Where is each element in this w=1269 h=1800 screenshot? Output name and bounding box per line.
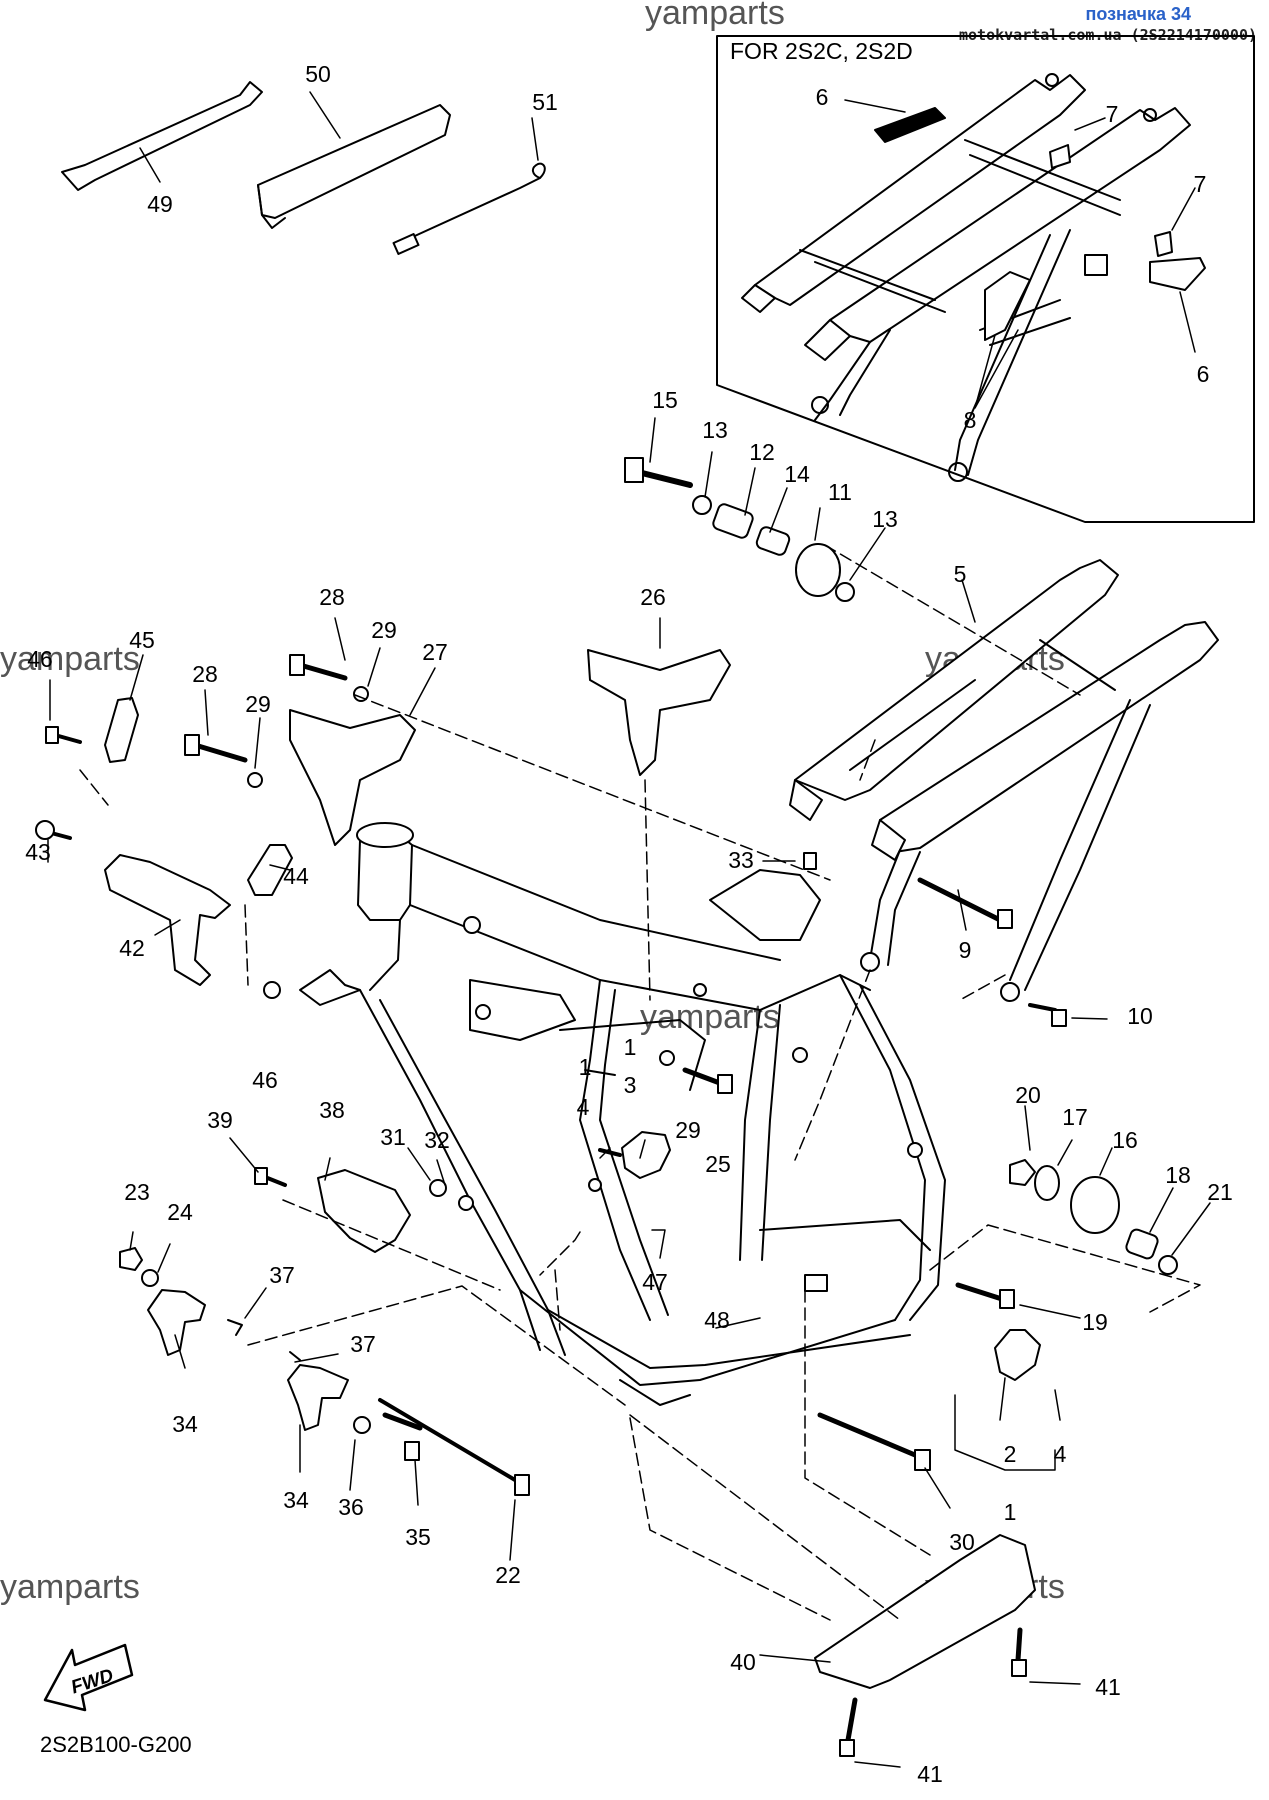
callout-1: 1 [624, 1034, 637, 1060]
callout-47: 47 [642, 1269, 668, 1295]
forward-arrow-icon: FWD [43, 1643, 134, 1712]
callout-37: 37 [350, 1331, 376, 1357]
callout-41: 41 [917, 1761, 943, 1787]
sticker-6-top [874, 107, 946, 143]
callout-26: 26 [640, 584, 666, 610]
callout-42: 42 [119, 935, 145, 961]
tool-plug-wrench-50 [257, 104, 451, 219]
inset-rear-frame [741, 73, 1191, 482]
mount-hardware-top [624, 457, 855, 602]
main-frame [299, 822, 946, 1406]
callout-32: 32 [424, 1127, 450, 1153]
skid-plate-40 [814, 1534, 1036, 1689]
callout-39: 39 [207, 1107, 233, 1133]
callout-23: 23 [124, 1179, 150, 1205]
callout-51: 51 [532, 89, 558, 115]
rear-frame [789, 559, 1219, 1002]
callout-48: 48 [704, 1307, 730, 1333]
callout-50: 50 [305, 61, 331, 87]
diagram-code: 2S2B100-G200 [40, 1732, 192, 1757]
callout-28: 28 [192, 661, 218, 687]
callout-44: 44 [283, 863, 309, 889]
callout-46: 46 [252, 1067, 278, 1093]
callout-21: 21 [1207, 1179, 1233, 1205]
callout-31: 31 [380, 1124, 406, 1150]
callout-1: 1 [1004, 1499, 1017, 1525]
callout-22: 22 [495, 1562, 521, 1588]
callout-4: 4 [577, 1094, 590, 1120]
callout-36: 36 [338, 1494, 364, 1520]
callout-24: 24 [167, 1199, 193, 1225]
callout-13: 13 [702, 417, 728, 443]
leader-lines [47, 91, 1211, 1768]
callout-20: 20 [1015, 1082, 1041, 1108]
callout-14: 14 [784, 461, 810, 487]
callout-13: 13 [872, 506, 898, 532]
callout-46: 46 [27, 646, 53, 672]
callout-27: 27 [422, 639, 448, 665]
callout-38: 38 [319, 1097, 345, 1123]
callout-18: 18 [1165, 1162, 1191, 1188]
callout-6: 6 [1197, 361, 1210, 387]
hardware-small [35, 654, 1178, 1757]
callout-43: 43 [25, 839, 51, 865]
callout-37: 37 [269, 1262, 295, 1288]
bookmark-label: позначка 34 [1085, 4, 1191, 24]
engine-bracket-26 [587, 649, 731, 776]
engine-bracket-3 [621, 1131, 671, 1179]
callout-33: 33 [728, 847, 754, 873]
callout-34: 34 [283, 1487, 309, 1513]
inset-border [716, 35, 1255, 523]
watermark: yamparts [0, 640, 140, 678]
callout-49: 49 [147, 191, 173, 217]
callout-45: 45 [129, 627, 155, 653]
callout-19: 19 [1082, 1309, 1108, 1335]
brake-pedal-lever [104, 854, 231, 986]
callout-16: 16 [1112, 1127, 1138, 1153]
callout-3: 3 [624, 1072, 637, 1098]
inset-title: FOR 2S2C, 2S2D [730, 38, 913, 64]
callout-15: 15 [652, 387, 678, 413]
engine-bracket-34a [147, 1289, 206, 1356]
callout-29: 29 [245, 691, 271, 717]
engine-bracket-2 [994, 1329, 1041, 1381]
callout-2: 2 [1004, 1441, 1017, 1467]
engine-bracket-34b [287, 1364, 349, 1431]
callout-29: 29 [675, 1117, 701, 1143]
callout-6: 6 [816, 84, 829, 110]
callout-40: 40 [730, 1649, 756, 1675]
callout-10: 10 [1127, 1003, 1153, 1029]
callout-7: 7 [1194, 171, 1207, 197]
callout-9: 9 [959, 937, 972, 963]
callout-28: 28 [319, 584, 345, 610]
callout-34: 34 [172, 1411, 198, 1437]
chain-guard-38 [317, 1169, 411, 1253]
callout-17: 17 [1062, 1104, 1088, 1130]
callout-8: 8 [964, 407, 977, 433]
callout-29: 29 [371, 617, 397, 643]
tool-wrench-49 [61, 81, 263, 191]
brake-pedal-tip-44 [247, 844, 293, 896]
sticker-7-top [1049, 144, 1071, 169]
watermark: yamparts [645, 0, 785, 32]
callout-12: 12 [749, 439, 775, 465]
sticker-7-right [1154, 231, 1173, 257]
callout-30: 30 [949, 1529, 975, 1555]
sticker-8 [984, 271, 1031, 341]
callout-5: 5 [954, 561, 967, 587]
callout-1: 1 [579, 1054, 592, 1080]
callout-41: 41 [1095, 1674, 1121, 1700]
callout-25: 25 [705, 1151, 731, 1177]
engine-bracket-27 [289, 709, 416, 846]
callout-4: 4 [1054, 1441, 1067, 1467]
watermark: yamparts [0, 1568, 140, 1606]
callout-7: 7 [1106, 101, 1119, 127]
tool-handle-51 [394, 162, 546, 246]
sticker-6-right [1149, 257, 1206, 291]
callout-11: 11 [828, 479, 852, 505]
brake-pedal-tip-45 [104, 697, 139, 763]
callout-35: 35 [405, 1524, 431, 1550]
